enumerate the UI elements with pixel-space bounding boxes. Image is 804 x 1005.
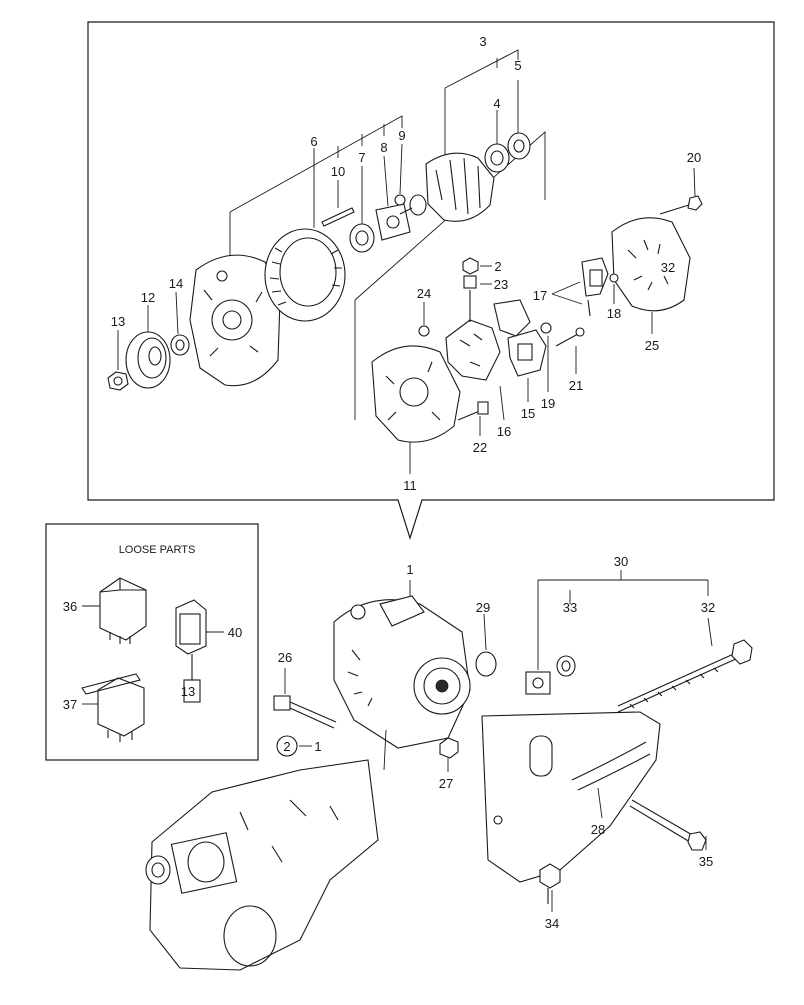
- callout-22: 22: [473, 440, 487, 455]
- loose-parts-title: LOOSE PARTS: [119, 544, 196, 556]
- callout-17: 17: [533, 288, 547, 303]
- part-14-spacer: [170, 291, 190, 356]
- part-20-bolt: [659, 167, 703, 215]
- part-37-relay: [81, 673, 145, 742]
- exploded-view-frame: [87, 21, 775, 540]
- callout-30: 30: [614, 554, 628, 569]
- callout-11: 11: [403, 478, 417, 493]
- part-18-screw: [609, 273, 619, 304]
- callout-28: 28: [591, 822, 605, 837]
- circled-ref-2-label: 2: [283, 739, 290, 754]
- part-11-rear-housing: [371, 345, 461, 474]
- callout-8: 8: [380, 140, 387, 155]
- front-housing: [189, 254, 281, 387]
- circled-ref-2: [276, 735, 298, 757]
- part-15-brush-holder: [507, 329, 547, 402]
- callout-26: 26: [278, 650, 292, 665]
- part-34-bolt: [539, 863, 561, 912]
- callout-13-loose: 13: [181, 684, 195, 699]
- callout-34: 34: [545, 916, 559, 931]
- callout-6: 6: [310, 134, 317, 149]
- part-17-regulator: [551, 257, 609, 317]
- part-9-screw: [394, 143, 406, 206]
- part-4-bearing: [484, 110, 510, 173]
- part-5-cover: [507, 80, 531, 160]
- part-3-rotor: [399, 152, 495, 222]
- part-21-bolt: [555, 327, 585, 374]
- callout-32: 32: [701, 600, 715, 615]
- callout-33: 33: [563, 600, 577, 615]
- assembly-brackets: [229, 49, 546, 420]
- part-33-nut: [556, 655, 576, 677]
- callout-labels: 3 4 5 6 7 8 9 10 11 12 13 14 15 16 17 18…: [63, 34, 715, 931]
- callout-27: 27: [439, 776, 453, 791]
- callout-10: 10: [331, 164, 345, 179]
- callout-12: 12: [141, 290, 155, 305]
- part-35-bolt: [629, 799, 707, 851]
- callout-3: 3: [479, 34, 486, 49]
- callout-21: 21: [569, 378, 583, 393]
- part-6-stator: [264, 148, 346, 322]
- part-25-rear-cover: [611, 217, 691, 334]
- part-26-bolt: [273, 668, 337, 729]
- callout-35: 35: [699, 854, 713, 869]
- adjust-block: [525, 671, 551, 695]
- gear-case: [145, 729, 387, 971]
- part-40-controller: [175, 599, 224, 703]
- part-28-bracket: [481, 711, 661, 883]
- callout-23: 23: [494, 277, 508, 292]
- callout-13: 13: [111, 314, 125, 329]
- part-24-nut: [418, 302, 430, 337]
- callout-18: 18: [607, 306, 621, 321]
- part-23-terminal: [462, 257, 492, 322]
- part-10-stud: [321, 180, 355, 227]
- ref-1-label: 1: [314, 739, 321, 754]
- callout-7: 7: [358, 150, 365, 165]
- callout-29: 29: [476, 600, 490, 615]
- part-29-spacer: [475, 613, 497, 677]
- part-32-bolt: [617, 617, 753, 713]
- callout-16: 16: [497, 424, 511, 439]
- callout-36: 36: [63, 599, 77, 614]
- callout-40: 40: [228, 625, 242, 640]
- part-7-bearing: [349, 166, 375, 253]
- callout-37: 37: [63, 697, 77, 712]
- part-19-nut: [540, 322, 552, 392]
- callout-19: 19: [541, 396, 555, 411]
- part-16-rectifier: [445, 299, 531, 421]
- part-1-alternator: [333, 595, 471, 749]
- part-13-nut: [107, 330, 129, 391]
- callout-20: 20: [687, 150, 701, 165]
- callout-14: 14: [169, 276, 183, 291]
- part-12-pulley: [125, 305, 171, 389]
- callout-2-top: 2: [494, 259, 501, 274]
- loose-parts-box: [45, 523, 259, 761]
- callout-5: 5: [514, 58, 521, 73]
- callout-24: 24: [417, 286, 431, 301]
- callout-25: 25: [645, 338, 659, 353]
- callout-32-cover: 32: [661, 260, 675, 275]
- callout-9: 9: [398, 128, 405, 143]
- part-27-nut: [439, 737, 459, 772]
- callout-4: 4: [493, 96, 500, 111]
- part-36-relay: [82, 577, 147, 644]
- callout-1: 1: [406, 562, 413, 577]
- part-22-bolt: [457, 401, 489, 436]
- callout-15: 15: [521, 406, 535, 421]
